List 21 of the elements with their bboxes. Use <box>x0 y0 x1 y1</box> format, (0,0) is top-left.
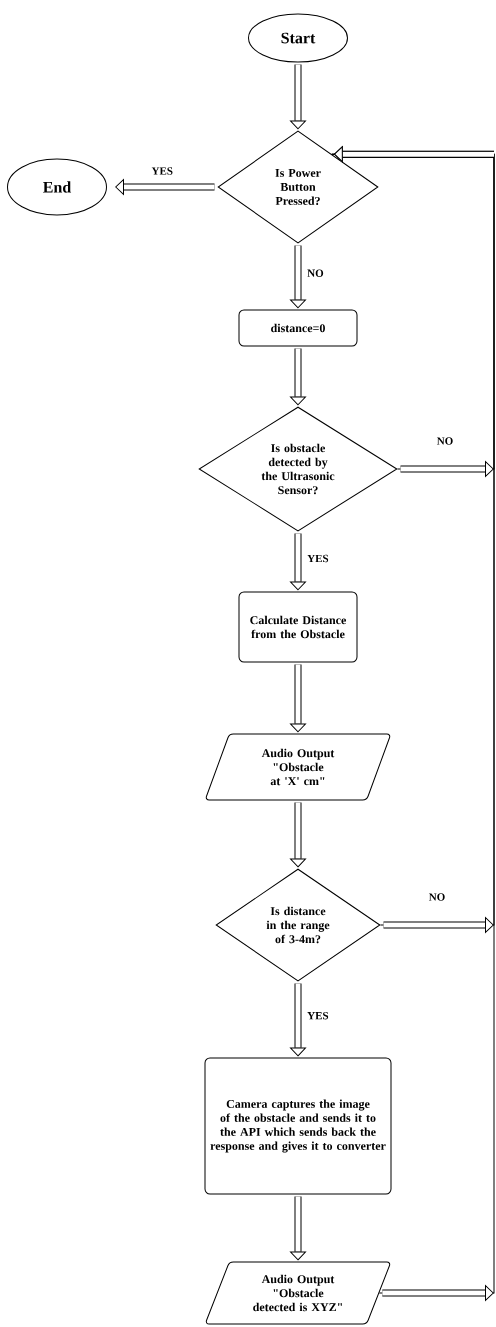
process-box: distance=0 <box>238 309 358 347</box>
io-parallelogram: Audio Output "Obstacle at 'X' cm" <box>205 733 391 801</box>
arrow <box>115 179 215 195</box>
process-box: Camera captures the image of the obstacle and sends it to the API which sends back the response and gives it to converter <box>204 1057 392 1195</box>
edge-label: NO <box>436 437 453 445</box>
edge-label: YES <box>307 554 329 563</box>
edge-label: YES <box>151 167 173 175</box>
arrow <box>290 664 306 733</box>
feedback-arrow <box>331 146 495 1301</box>
arrow <box>290 245 306 309</box>
arrow <box>290 1196 306 1261</box>
arrow <box>290 802 306 868</box>
edge-label: NO <box>428 893 445 901</box>
process-box: Calculate Distance from the Obstacle <box>238 591 358 663</box>
arrow <box>290 64 306 130</box>
edge-label: YES <box>307 1012 329 1020</box>
arrow <box>290 348 306 406</box>
io-parallelogram: Audio Output "Obstacle detected is XYZ" <box>205 1261 391 1325</box>
edge-label: NO <box>307 269 324 277</box>
arrow <box>290 983 306 1057</box>
arrow <box>290 533 306 591</box>
